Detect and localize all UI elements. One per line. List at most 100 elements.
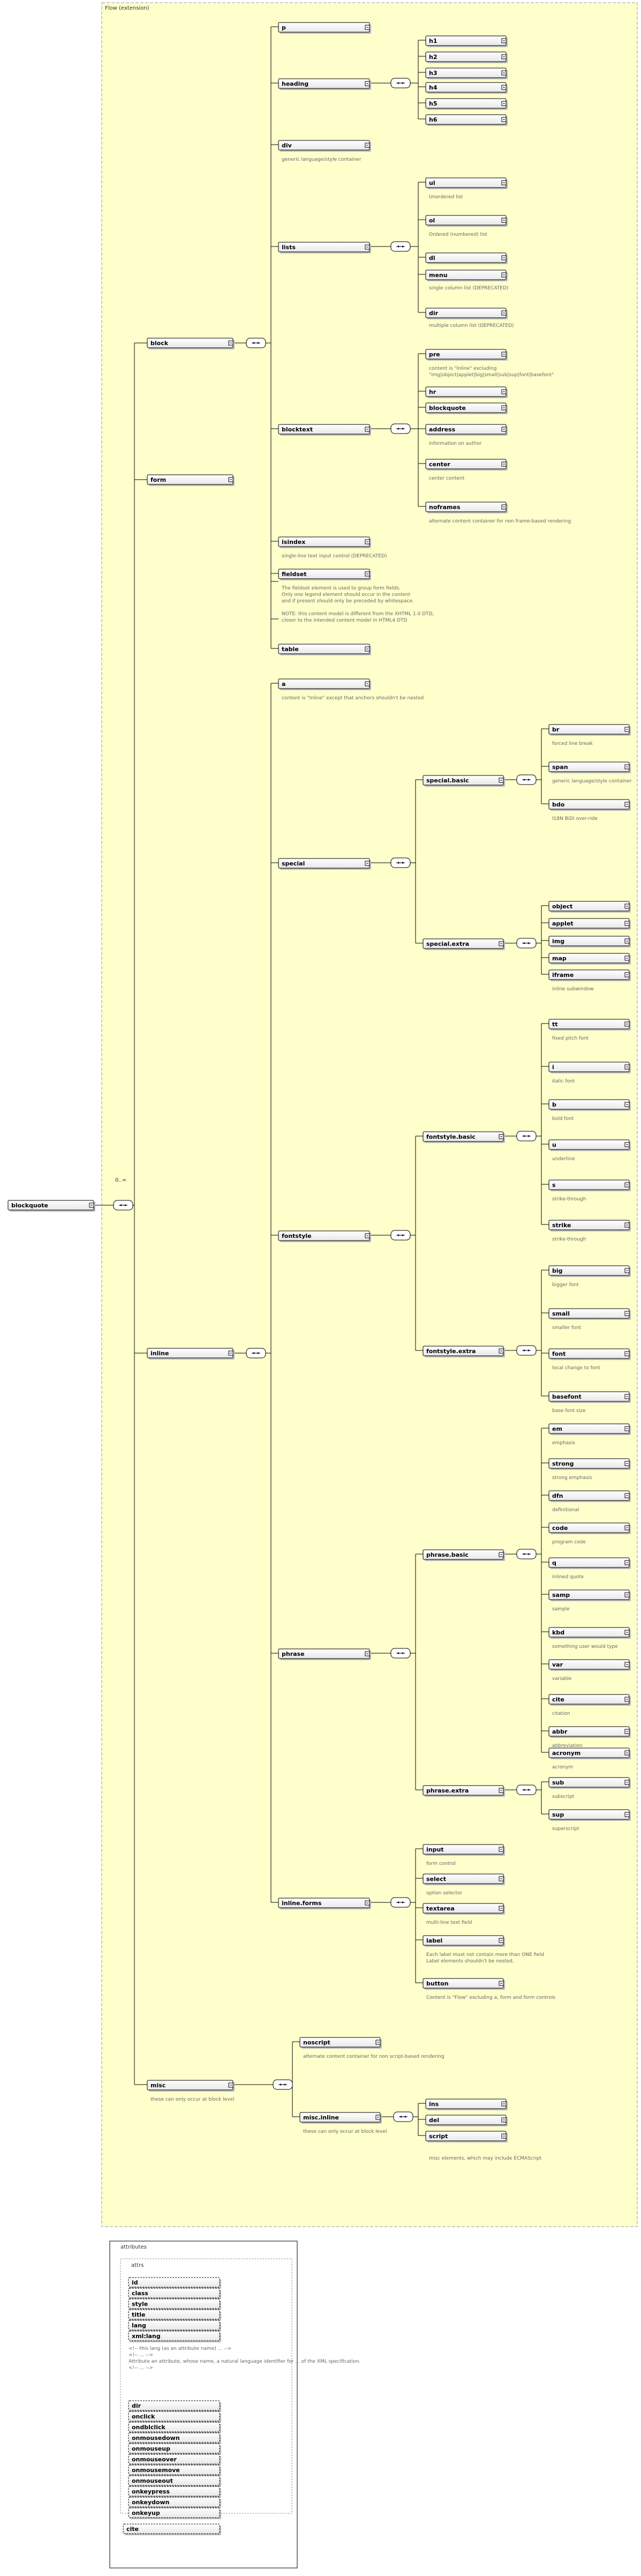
node-h2[interactable] — [425, 51, 507, 62]
node-dir[interactable] — [128, 2400, 220, 2411]
node-p[interactable] — [278, 22, 370, 33]
node-onkeydown[interactable] — [128, 2497, 220, 2507]
node-label-inline-forms: inline.forms — [282, 1900, 322, 1907]
node-ol[interactable] — [425, 215, 507, 226]
annotation-ul: Unordered list — [429, 195, 463, 200]
node-label-phrase-basic: phrase.basic — [426, 1551, 469, 1558]
node-label-lists: lists — [282, 244, 296, 251]
node-label-fontstyle: fontstyle — [282, 1233, 312, 1240]
node-label-heading: heading — [282, 80, 308, 87]
annotation-dir: multiple column list (DEPRECATED) — [429, 323, 514, 328]
node-label-onkeypress: onkeypress — [132, 2488, 170, 2495]
annotation-noframes: alternate content container for non fram… — [429, 519, 571, 524]
node-label-dir: dir — [429, 310, 439, 317]
node-label-iframe: iframe — [552, 972, 574, 979]
node-label-misc: misc — [150, 2082, 165, 2089]
node-label-onmouseout: onmouseout — [132, 2477, 173, 2484]
flow-extension-label: Flow (extension) — [105, 5, 149, 11]
node-b[interactable] — [548, 1099, 630, 1110]
node-i[interactable] — [548, 1062, 630, 1072]
node-label-onmousedown: onmousedown — [132, 2435, 180, 2441]
node-onmousemove[interactable] — [128, 2465, 220, 2475]
annotation-pre1: content is "Inline" excluding — [429, 366, 496, 371]
node-br[interactable] — [548, 724, 630, 735]
node-label-phrase: phrase — [282, 1651, 305, 1657]
node-cite[interactable] — [123, 2523, 220, 2534]
node-label-s: s — [552, 1182, 556, 1189]
annotation-dfn: definitional — [552, 1507, 579, 1513]
node-div[interactable] — [278, 140, 370, 151]
node-h4[interactable] — [425, 82, 507, 93]
node-label-var: var — [552, 1661, 563, 1668]
node-u[interactable] — [548, 1139, 630, 1150]
node-onclick[interactable] — [128, 2411, 220, 2422]
annotation-isindex: single-line text input control (DEPRECAT… — [282, 554, 387, 559]
node-q[interactable] — [548, 1557, 630, 1568]
annotation-sub: subscript — [552, 1794, 575, 1800]
node-onmouseup[interactable] — [128, 2443, 220, 2454]
node-h3[interactable] — [425, 68, 507, 78]
node-label-form: form — [150, 476, 166, 483]
node-ul[interactable] — [425, 177, 507, 188]
node-tt[interactable] — [548, 1019, 630, 1029]
node-label-fieldset: fieldset — [282, 571, 307, 578]
node-style[interactable] — [128, 2298, 220, 2309]
node-label-onmouseover: onmouseover — [132, 2456, 177, 2463]
node-label-ul: ul — [429, 180, 435, 186]
annotation-s: strike-through — [552, 1197, 586, 1202]
annotation-noscript: alternate content container for non scri… — [303, 2054, 444, 2059]
node-onmouseout[interactable] — [128, 2475, 220, 2486]
annotation-menu: single column list (DEPRECATED) — [429, 286, 508, 291]
node-hr[interactable] — [425, 386, 507, 397]
choice-occurrence: 0..∞ — [115, 1177, 126, 1183]
node-label-fontstyle-basic: fontstyle.basic — [426, 1133, 476, 1140]
node-ondblclick[interactable] — [128, 2422, 220, 2432]
node-label-special-extra: special.extra — [426, 940, 469, 947]
annotation-address: information on author — [429, 441, 482, 446]
node-label-abbr: abbr — [552, 1728, 568, 1735]
node-label-h1: h1 — [429, 38, 438, 44]
node-onkeypress[interactable] — [128, 2486, 220, 2497]
node-label-lang: lang — [132, 2322, 146, 2329]
annotation-abbr: abbreviation — [552, 1743, 583, 1749]
node-label-br: br — [552, 726, 560, 733]
node-h5[interactable] — [425, 98, 507, 109]
node-label-strike: strike — [552, 1222, 571, 1229]
node-label-dl: dl — [429, 255, 435, 262]
node-label-sup: sup — [552, 1811, 564, 1818]
annotation-fieldset5: closer to the intended content model in … — [282, 618, 407, 623]
node-label-address: address — [429, 426, 456, 433]
node-onmousedown[interactable] — [128, 2432, 220, 2443]
node-h6[interactable] — [425, 114, 507, 125]
annotation-kbd: something user would type — [552, 1644, 618, 1649]
node-label-map: map — [552, 955, 567, 962]
annotation-fieldset2: Only one legend element should occur in … — [282, 592, 411, 598]
node-label-i: i — [552, 1064, 554, 1071]
node-h1[interactable] — [425, 35, 507, 46]
node-title[interactable] — [128, 2309, 220, 2320]
node-label-p: p — [282, 24, 286, 31]
node-label-sub: sub — [552, 1779, 564, 1786]
attributes-label: attributes — [120, 2244, 147, 2250]
annotation-big: bigger font — [552, 1282, 579, 1288]
annotation-lang-doc3: <!-- ... --> — [129, 2365, 153, 2371]
node-s[interactable] — [548, 1179, 630, 1190]
node-label-phrase-extra: phrase.extra — [426, 1787, 469, 1794]
node-dl[interactable] — [425, 252, 507, 263]
node-label-a: a — [282, 681, 285, 688]
node-lang[interactable] — [128, 2320, 220, 2331]
node-onkeyup[interactable] — [128, 2507, 220, 2518]
node-class[interactable] — [128, 2288, 220, 2298]
node-onmouseover[interactable] — [128, 2454, 220, 2465]
node-label-noframes: noframes — [429, 504, 461, 511]
node-xmllang[interactable] — [128, 2331, 220, 2341]
node-label-img: img — [552, 938, 564, 945]
annotation-i: italic font — [552, 1079, 575, 1084]
node-id[interactable] — [128, 2277, 220, 2288]
node-a[interactable] — [278, 678, 370, 689]
annotation-basefont: base font size — [552, 1408, 586, 1414]
flow-extension-group — [101, 2, 638, 2227]
node-label-table: table — [282, 646, 299, 653]
node-label-noscript: noscript — [303, 2039, 330, 2046]
